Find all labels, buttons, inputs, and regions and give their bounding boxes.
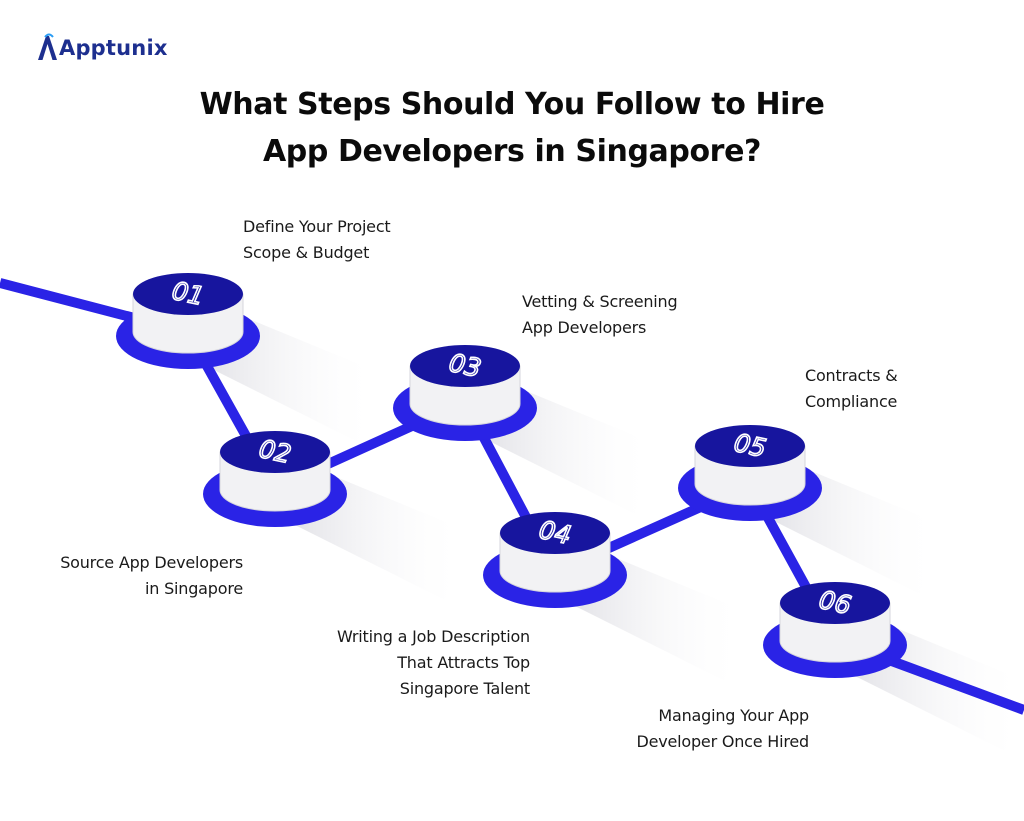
- step-03-top-disc: [410, 345, 520, 387]
- step-05-top-disc: [695, 425, 805, 467]
- cylinder-shadows: [198, 302, 1024, 751]
- step-nodes: 01 02 03 04 05 06: [116, 273, 907, 678]
- step-01-top-disc: [133, 273, 243, 315]
- step-03-node: 03: [393, 345, 537, 441]
- page-title-line-1: What Steps Should You Follow to Hire: [199, 87, 825, 122]
- step-05-node: 05: [678, 425, 822, 521]
- step-02-node: 02: [203, 431, 347, 527]
- page-title-line-2: App Developers in Singapore?: [262, 134, 762, 169]
- brand-name: Apptunix: [59, 36, 168, 60]
- step-04-top-disc: [500, 512, 610, 554]
- step-06-top-disc: [780, 582, 890, 624]
- step-04-node: 04: [483, 512, 627, 608]
- apptunix-logo-icon: [38, 33, 57, 60]
- step-02-top-disc: [220, 431, 330, 473]
- brand-logo: Apptunix: [36, 30, 168, 66]
- step-06-node: 06: [763, 582, 907, 678]
- step-05-label: Contracts &Compliance: [805, 366, 898, 411]
- step-01-node: 01: [116, 273, 260, 369]
